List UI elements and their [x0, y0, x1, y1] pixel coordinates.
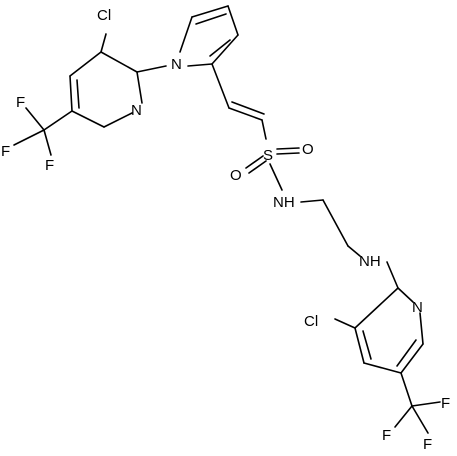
- atom-n-pyridine-top: N: [131, 102, 142, 119]
- atom-n-pyridine-bottom: N: [412, 299, 423, 316]
- atom-nh-sulfonamide: NH: [273, 194, 295, 211]
- atom-f-top-2: F: [1, 143, 10, 160]
- bottom-pyridine-ring: [334, 287, 424, 407]
- atom-cl-bottom: Cl: [304, 313, 318, 330]
- atom-s: S: [263, 147, 273, 164]
- ethylene-chain: [300, 199, 399, 289]
- atom-n-pyrrole: N: [171, 56, 182, 73]
- atom-f-top-3: F: [45, 157, 54, 174]
- atom-f-bottom-1: F: [441, 395, 450, 412]
- top-cf3-group: [13, 107, 52, 156]
- top-pyridine-ring: [43, 33, 167, 131]
- sulfonyl-group: [245, 147, 300, 191]
- atom-cl-top: Cl: [97, 7, 111, 24]
- atom-f-bottom-3: F: [423, 436, 432, 453]
- atom-f-top-1: F: [16, 94, 25, 111]
- vinyl-linker: [211, 63, 267, 140]
- atom-o-2: O: [230, 167, 242, 184]
- bottom-cf3-group: [394, 401, 441, 434]
- atom-f-bottom-2: F: [382, 427, 391, 444]
- atom-nh-amine: NH: [359, 253, 381, 270]
- pyrrole-ring: [179, 5, 239, 67]
- atom-o-1: O: [302, 141, 314, 158]
